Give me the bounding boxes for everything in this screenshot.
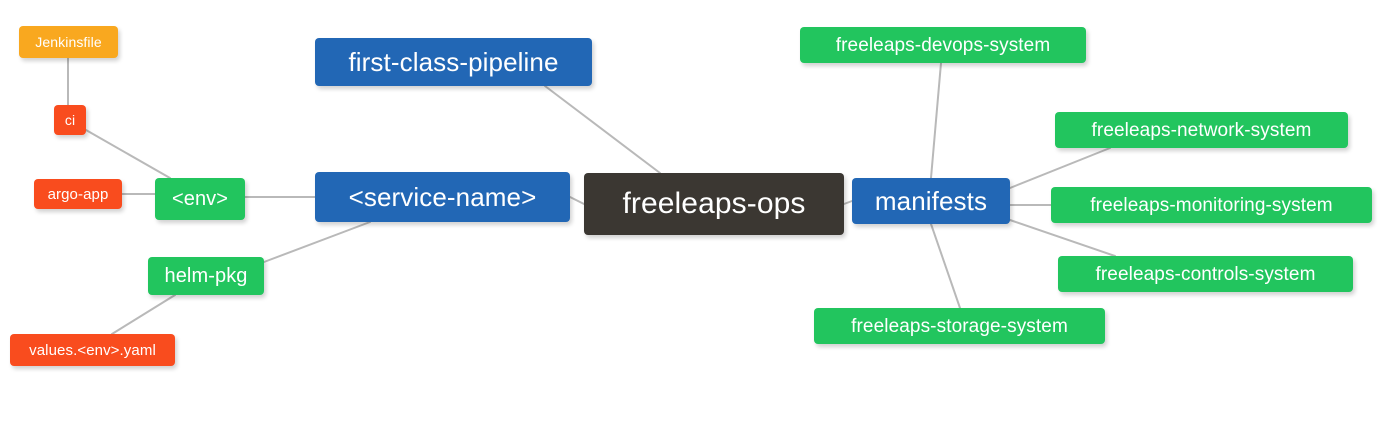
edge-freeleaps-ops-to-service-name [569, 196, 585, 205]
edge-service-name-to-helm-pkg [263, 221, 371, 263]
edge-helm-pkg-to-values-yaml [111, 294, 176, 335]
node-freeleaps-network-system[interactable]: freeleaps-network-system [1055, 112, 1348, 148]
node-manifests[interactable]: manifests [852, 178, 1010, 224]
node-values-yaml[interactable]: values.<env>.yaml [10, 334, 175, 366]
node-first-class-pipeline[interactable]: first-class-pipeline [315, 38, 592, 86]
node-service-name[interactable]: <service-name> [315, 172, 570, 222]
node-ci[interactable]: ci [54, 105, 86, 135]
node-freeleaps-devops-system[interactable]: freeleaps-devops-system [800, 27, 1086, 63]
node-freeleaps-ops[interactable]: freeleaps-ops [584, 173, 844, 235]
node-jenkinsfile[interactable]: Jenkinsfile [19, 26, 118, 58]
node-argo-app[interactable]: argo-app [34, 179, 122, 209]
node-freeleaps-controls-system[interactable]: freeleaps-controls-system [1058, 256, 1353, 292]
node-helm-pkg[interactable]: helm-pkg [148, 257, 264, 295]
edge-manifests-to-freeleaps-network-system [1009, 147, 1111, 189]
edge-env-to-ci [85, 129, 171, 179]
edge-manifests-to-freeleaps-devops-system [930, 62, 942, 179]
edge-freeleaps-ops-to-manifests [843, 200, 853, 205]
edge-manifests-to-freeleaps-controls-system [1009, 219, 1116, 257]
edge-freeleaps-ops-to-first-class-pipeline [544, 85, 661, 174]
node-env[interactable]: <env> [155, 178, 245, 220]
node-freeleaps-monitoring-system[interactable]: freeleaps-monitoring-system [1051, 187, 1372, 223]
edge-manifests-to-freeleaps-storage-system [930, 223, 961, 309]
node-freeleaps-storage-system[interactable]: freeleaps-storage-system [814, 308, 1105, 344]
